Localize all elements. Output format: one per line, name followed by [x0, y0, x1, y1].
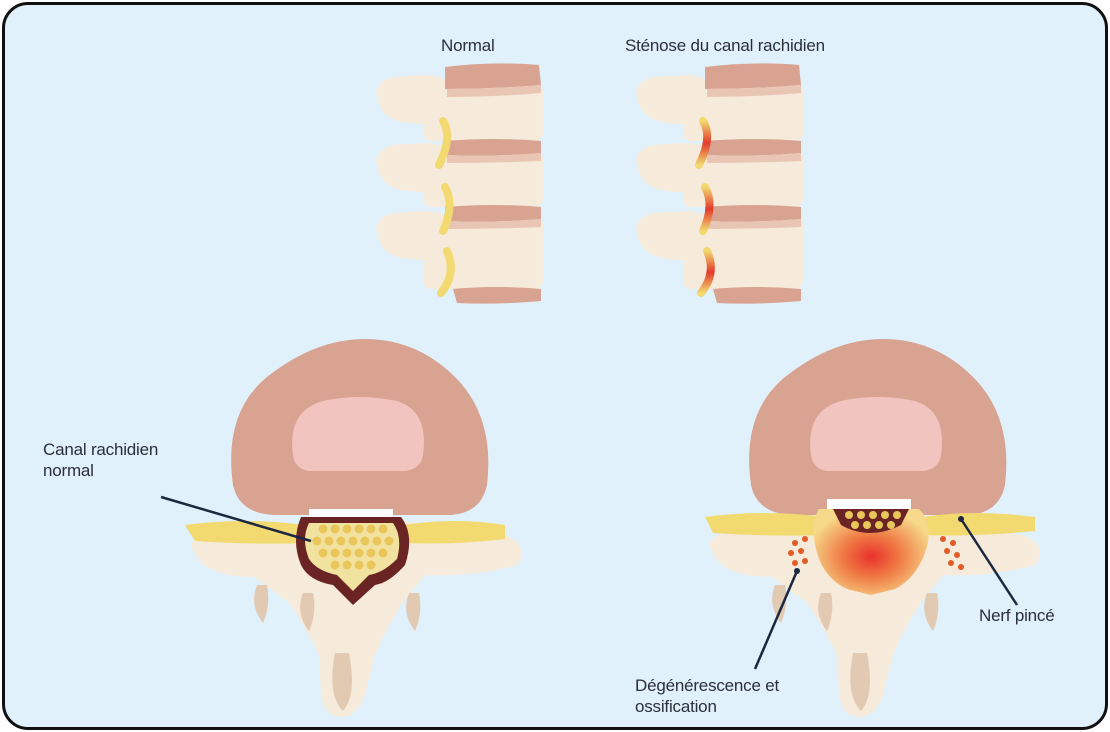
vertebra-top-stenosis	[705, 339, 1040, 717]
heading-stenosis: Sténose du canal rachidien	[625, 35, 825, 56]
label-canal-normal: Canal rachidien normal	[43, 439, 158, 481]
label-degeneration-line2: ossification	[635, 696, 779, 717]
label-canal-normal-line2: normal	[43, 460, 158, 481]
vertebra-top-normal	[161, 339, 522, 717]
spine-side-normal	[376, 63, 543, 303]
illustration	[5, 5, 1105, 727]
heading-normal: Normal	[441, 35, 495, 56]
label-canal-normal-line1: Canal rachidien	[43, 439, 158, 460]
label-degeneration: Dégénérescence et ossification	[635, 675, 779, 717]
label-pinched-nerve: Nerf pincé	[979, 605, 1054, 626]
spine-side-stenosis	[636, 63, 803, 303]
label-degeneration-line1: Dégénérescence et	[635, 675, 779, 696]
